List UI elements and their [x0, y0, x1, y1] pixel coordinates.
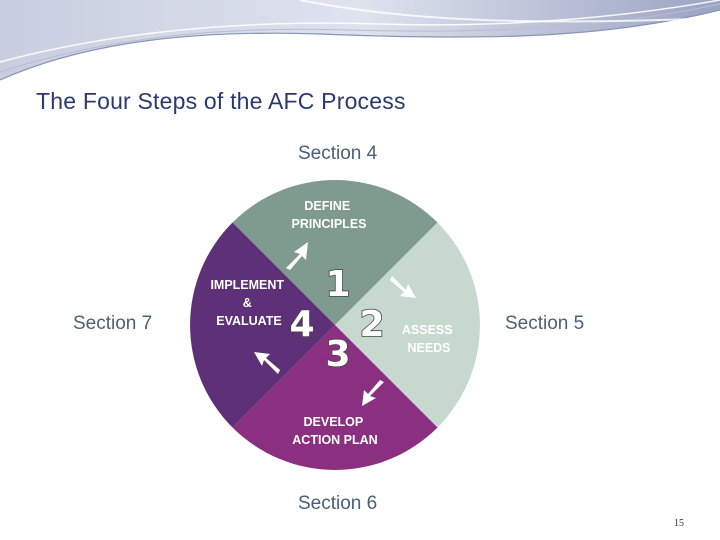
segment-develop-action-plan — [232, 325, 438, 470]
segment-labels: DEFINE PRINCIPLES ASSESS NEEDS DEVELOP A… — [210, 199, 456, 447]
arrow-down-left-icon — [362, 380, 384, 406]
step-number-4: 4 — [289, 304, 314, 345]
step-number-3: 3 — [325, 334, 350, 375]
segment-implement-evaluate — [190, 222, 335, 428]
step-4-label: IMPLEMENT & EVALUATE — [210, 278, 287, 328]
wheel-segments — [190, 180, 480, 470]
section-label-right: Section 5 — [505, 313, 585, 334]
header-swoosh-decoration — [0, 0, 720, 81]
step-1-label: DEFINE PRINCIPLES — [291, 199, 366, 231]
step-number-2: 2 — [359, 304, 384, 345]
direction-arrows — [254, 242, 416, 406]
page-number: 15 — [674, 518, 684, 529]
step-3-label: DEVELOP ACTION PLAN — [292, 415, 377, 447]
arrow-up-left-icon — [254, 352, 280, 374]
segment-assess-needs — [335, 222, 480, 428]
process-wheel: DEFINE PRINCIPLES ASSESS NEEDS DEVELOP A… — [190, 180, 480, 470]
section-label-top: Section 4 — [298, 143, 378, 164]
arrow-up-right-icon — [286, 242, 308, 270]
section-label-bottom: Section 6 — [298, 493, 378, 514]
arrow-down-right-icon — [390, 276, 416, 298]
step-number-1: 1 — [325, 264, 350, 305]
segment-define-principles — [232, 180, 438, 325]
step-numbers: 1 2 3 4 — [289, 263, 386, 376]
section-label-left: Section 7 — [73, 313, 153, 334]
step-2-label: ASSESS NEEDS — [402, 323, 456, 355]
slide-title: The Four Steps of the AFC Process — [36, 88, 406, 114]
